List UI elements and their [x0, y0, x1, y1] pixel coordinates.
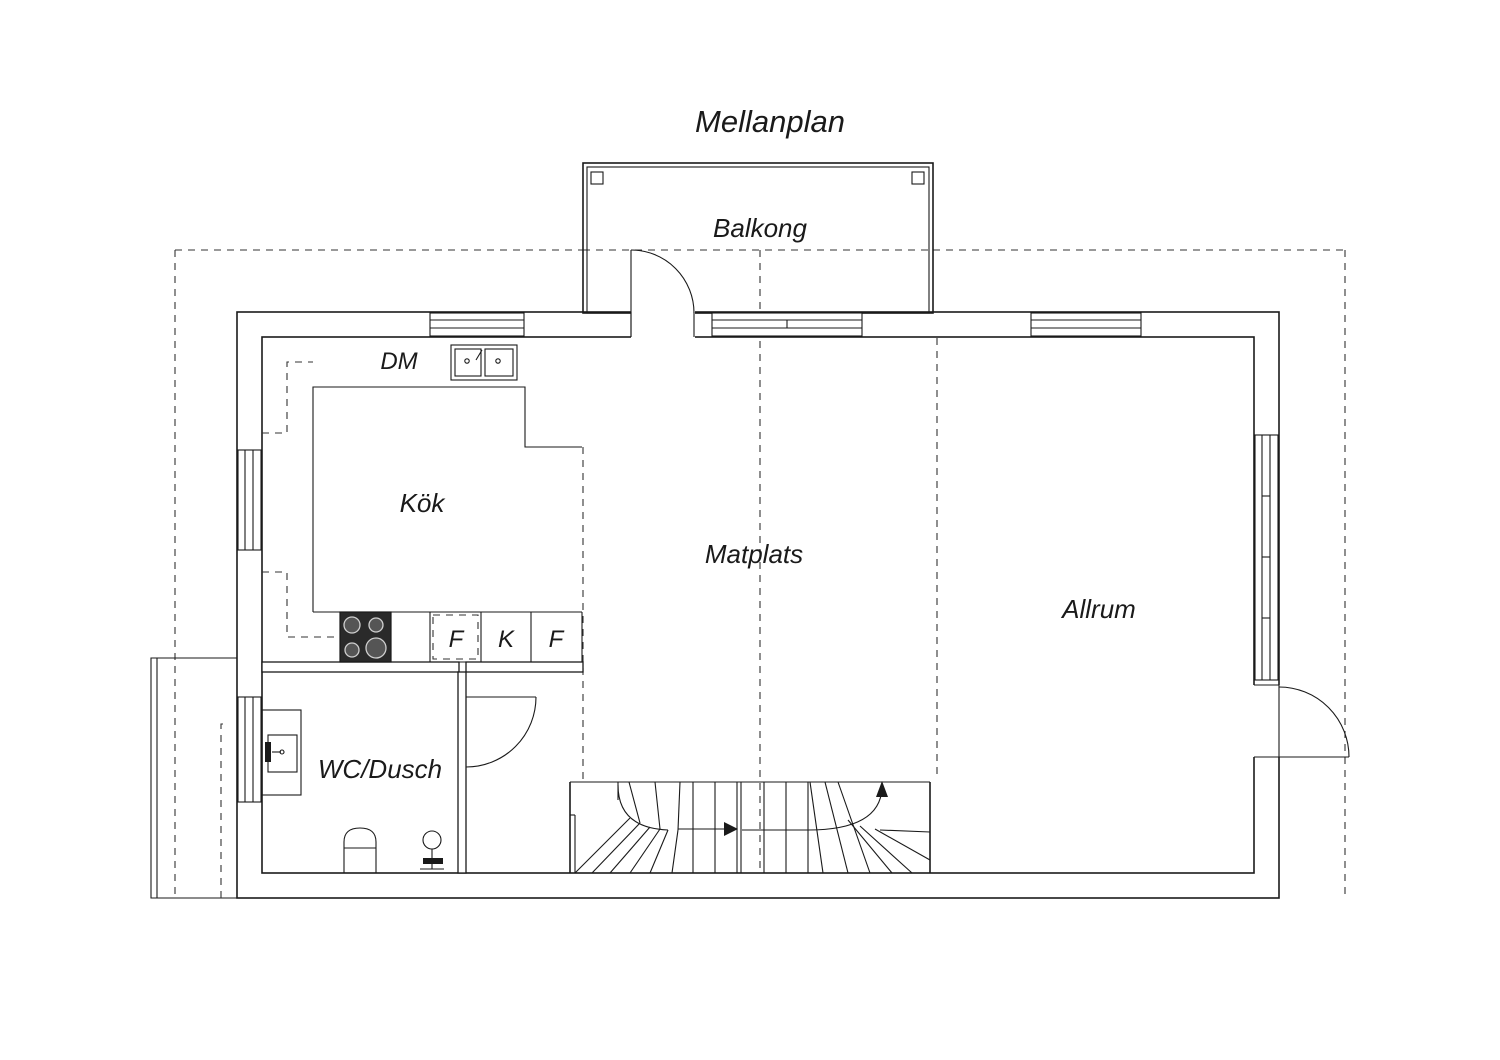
freezer-left-label: F	[449, 626, 465, 653]
kitchen: DM F K F Kök	[262, 344, 583, 663]
freezer-right-label: F	[549, 626, 565, 653]
washbasin-icon	[261, 709, 302, 796]
stair-arrow-up-icon	[876, 781, 888, 797]
staircase	[570, 781, 931, 874]
toilet-icon	[343, 827, 377, 873]
doors	[465, 249, 1350, 768]
dishwasher-label: DM	[380, 348, 417, 375]
stove-icon	[339, 611, 392, 663]
side-porch	[150, 657, 237, 899]
kitchen-label: Kök	[400, 488, 447, 518]
balcony: Balkong	[582, 162, 934, 314]
dining-label: Matplats	[705, 539, 803, 569]
balcony-label: Balkong	[713, 213, 807, 243]
shower-icon	[418, 830, 446, 874]
kitchen-sink	[450, 344, 518, 381]
bathroom-label: WC/Dusch	[318, 754, 442, 784]
stair-arrow-right-icon	[724, 822, 738, 836]
windows	[237, 312, 1279, 803]
bathroom: WC/Dusch	[261, 709, 446, 874]
exterior-walls	[236, 311, 1280, 899]
roof-outline	[174, 249, 1346, 898]
living-label: Allrum	[1060, 594, 1136, 624]
plan-title: Mellanplan	[695, 104, 845, 139]
fridge-label: K	[498, 626, 515, 653]
